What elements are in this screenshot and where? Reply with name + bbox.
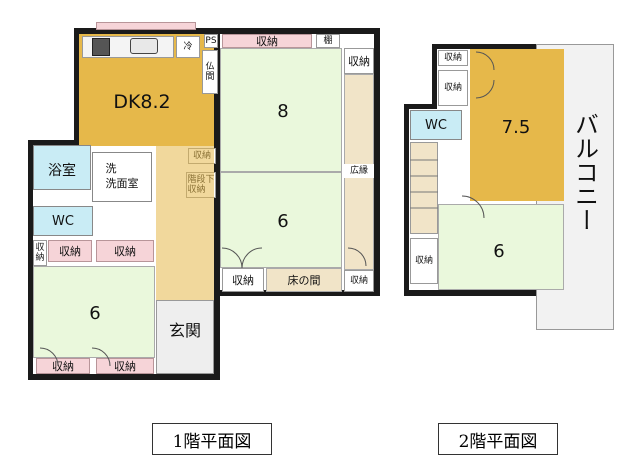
- wall: [374, 28, 380, 296]
- wall: [28, 140, 33, 380]
- wall: [214, 34, 220, 380]
- floor2-caption: 2階平面図: [438, 423, 558, 455]
- tokonoma-label: 床の間: [266, 268, 342, 292]
- genkan: [156, 300, 214, 374]
- wall: [404, 104, 437, 109]
- right-closet-top-label: 収納: [344, 48, 374, 74]
- wc-room-2f: [410, 110, 462, 140]
- wall: [432, 44, 437, 104]
- closet-top-label: 収納: [438, 50, 468, 66]
- fridge-label: 冷: [176, 36, 200, 58]
- tatami-8-label: 8: [277, 100, 289, 122]
- closet-tokonoma-left-label: 収納: [222, 268, 264, 292]
- wall: [214, 28, 380, 34]
- tatami-6-bottom-label: 6: [89, 302, 101, 324]
- dk-room-label: DK8.2: [113, 91, 171, 113]
- shelf-label: 棚: [316, 34, 340, 48]
- closet-left1-label: 収納: [48, 240, 92, 262]
- tatami-6-2f-label: 6: [493, 240, 505, 262]
- balcony-label: バルコニー: [570, 112, 599, 232]
- tatami-room-8: [220, 48, 342, 172]
- stove-icon: [92, 38, 110, 56]
- window-band: [96, 22, 196, 30]
- wc-room: [33, 206, 93, 236]
- washroom: [92, 152, 152, 202]
- tatami-room-6-bottom: [33, 266, 155, 358]
- wc-2f-label: WC: [425, 117, 447, 133]
- hiroen-label: 広縁: [344, 164, 374, 178]
- wall: [74, 28, 79, 148]
- bottom-closet2-label: 収納: [96, 358, 154, 374]
- wall: [404, 290, 570, 296]
- genkan-label: 玄関: [168, 321, 201, 340]
- wall: [432, 44, 570, 49]
- butsuma-label: 仏 間: [202, 50, 218, 94]
- wall: [404, 104, 409, 296]
- tatami-room-6-mid: [220, 172, 342, 268]
- sink-icon: [130, 38, 158, 54]
- closet-left2-label: 収納: [96, 240, 154, 262]
- right-closet-bottom-label: 収納: [344, 270, 374, 292]
- stairs: [410, 142, 438, 234]
- bath-label: 浴室: [48, 163, 76, 179]
- hallway: [156, 146, 214, 300]
- left-closet-small-label: 収 納: [33, 240, 47, 266]
- wall: [28, 374, 220, 380]
- wall: [28, 140, 78, 145]
- closet-left-label: 収納: [410, 238, 438, 284]
- closet-second-label: 収納: [438, 70, 468, 106]
- floor1-caption: 1階平面図: [152, 423, 272, 455]
- top-closet-label: 収納: [222, 34, 312, 48]
- bath-room: [33, 145, 91, 190]
- wall: [214, 290, 380, 296]
- floor1-plan: 冷 DK8.2 PS 仏 間 収納 棚 8 収納 広縁 浴室 洗 洗面室 収納 …: [28, 22, 380, 380]
- tatami-room-6-2f: [438, 204, 564, 290]
- wall: [74, 28, 224, 34]
- western-room: [470, 49, 564, 201]
- floor2-plan: バルコニー 収納 収納 WC 7.5 6 収納: [404, 44, 614, 330]
- tatami-6-mid-label: 6: [277, 210, 289, 232]
- western-room-label: 7.5: [501, 116, 531, 138]
- ps-label: PS: [204, 34, 218, 48]
- wc-label: WC: [52, 213, 74, 229]
- washroom-label: 洗 洗面室: [105, 162, 139, 190]
